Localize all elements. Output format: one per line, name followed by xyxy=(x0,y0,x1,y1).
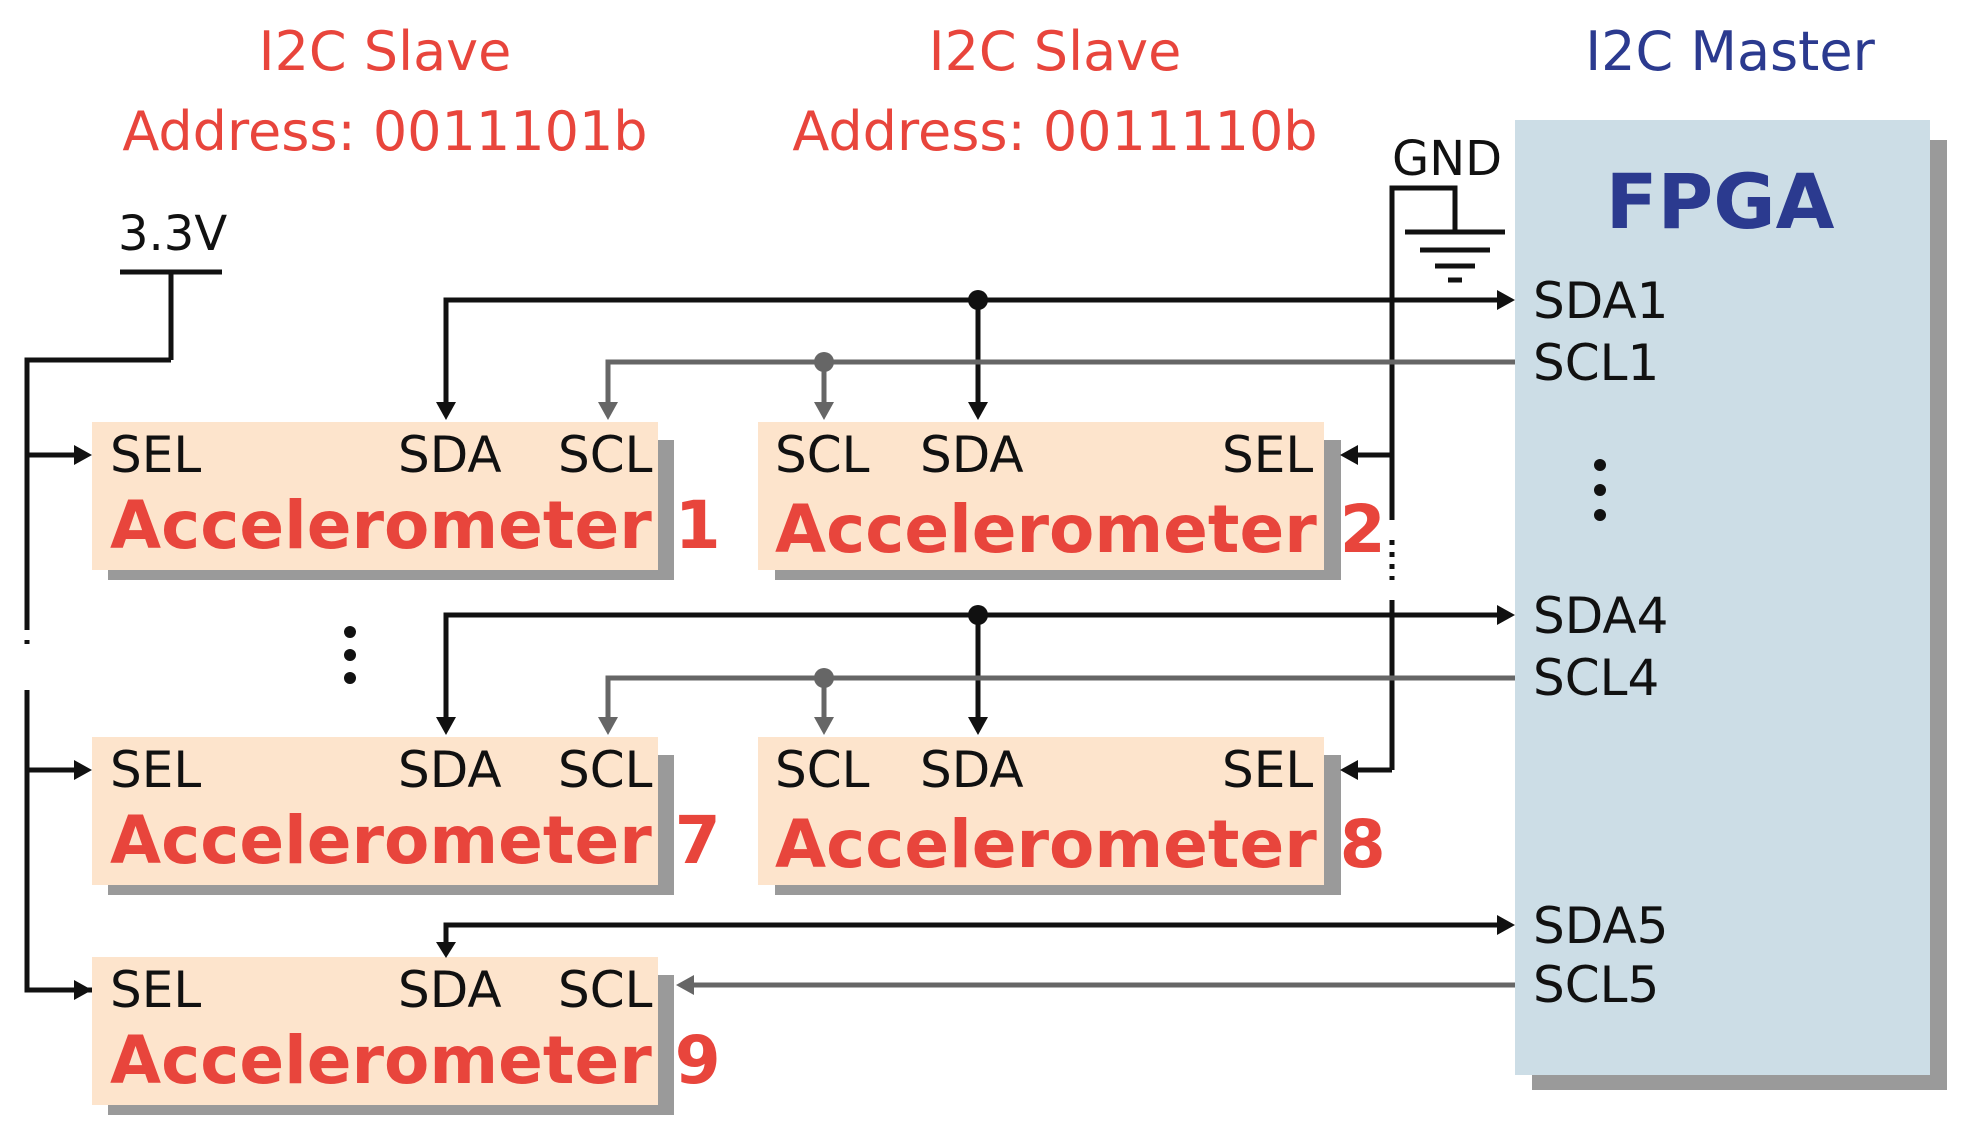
vcc-label: 3.3V xyxy=(118,206,227,262)
bus-1 xyxy=(436,290,1515,420)
accelerometer-7: SEL SDA SCL Accelerometer 7 xyxy=(92,737,721,895)
accelerometer-8: SCL SDA SEL Accelerometer 8 xyxy=(758,737,1386,895)
bus-4 xyxy=(436,605,1515,735)
pin-sda: SDA xyxy=(398,961,502,1019)
pin-scl: SCL xyxy=(775,741,870,799)
pin-sda: SDA xyxy=(920,741,1024,799)
slave1-title: I2C Slave xyxy=(259,20,512,83)
module-body xyxy=(92,737,658,885)
pin-sda: SDA xyxy=(920,426,1024,484)
module-name: Accelerometer 9 xyxy=(110,1022,721,1099)
gnd-label: GND xyxy=(1392,131,1502,187)
accelerometer-9: SEL SDA SCL Accelerometer 9 xyxy=(92,957,721,1115)
pin-sel: SEL xyxy=(110,741,201,799)
fpga-block: FPGA SDA1 SCL1 SDA4 SCL4 SDA5 SCL5 xyxy=(1515,120,1947,1090)
master-title: I2C Master xyxy=(1585,20,1875,83)
bus-5 xyxy=(436,915,1515,995)
module-body xyxy=(92,957,658,1105)
accelerometer-1: SEL SDA SCL Accelerometer 1 xyxy=(92,422,721,580)
module-body xyxy=(92,422,658,570)
pin-scl: SCL xyxy=(558,741,653,799)
pin-sda4: SDA4 xyxy=(1533,587,1668,645)
slave2-address: Address: 0011110b xyxy=(792,100,1317,163)
module-name: Accelerometer 7 xyxy=(110,802,721,879)
fpga-body xyxy=(1515,120,1930,1075)
pin-scl1: SCL1 xyxy=(1533,334,1659,392)
slave2-title: I2C Slave xyxy=(929,20,1182,83)
pin-scl: SCL xyxy=(558,426,653,484)
pin-sda1: SDA1 xyxy=(1533,272,1668,330)
pin-sel: SEL xyxy=(1222,741,1313,799)
fpga-label: FPGA xyxy=(1606,157,1835,246)
pin-sel: SEL xyxy=(110,426,201,484)
pin-sda: SDA xyxy=(398,741,502,799)
pin-sda5: SDA5 xyxy=(1533,897,1668,955)
module-name: Accelerometer 8 xyxy=(775,806,1386,883)
module-body xyxy=(758,422,1324,570)
pin-scl4: SCL4 xyxy=(1533,649,1659,707)
pin-sel: SEL xyxy=(1222,426,1313,484)
gnd-rail: GND xyxy=(1340,131,1505,780)
accelerometer-2: SCL SDA SEL Accelerometer 2 xyxy=(758,422,1386,580)
pin-sda: SDA xyxy=(398,426,502,484)
slave1-address: Address: 0011101b xyxy=(122,100,647,163)
pin-sel: SEL xyxy=(110,961,201,1019)
module-name: Accelerometer 2 xyxy=(775,491,1386,568)
pin-scl: SCL xyxy=(775,426,870,484)
module-body xyxy=(758,737,1324,885)
vcc-rail: 3.3V xyxy=(24,206,227,1000)
fpga-ellipsis xyxy=(1594,459,1606,521)
pin-scl: SCL xyxy=(558,961,653,1019)
module-name: Accelerometer 1 xyxy=(110,487,721,564)
middle-ellipsis xyxy=(344,626,356,684)
pin-scl5: SCL5 xyxy=(1533,956,1659,1014)
